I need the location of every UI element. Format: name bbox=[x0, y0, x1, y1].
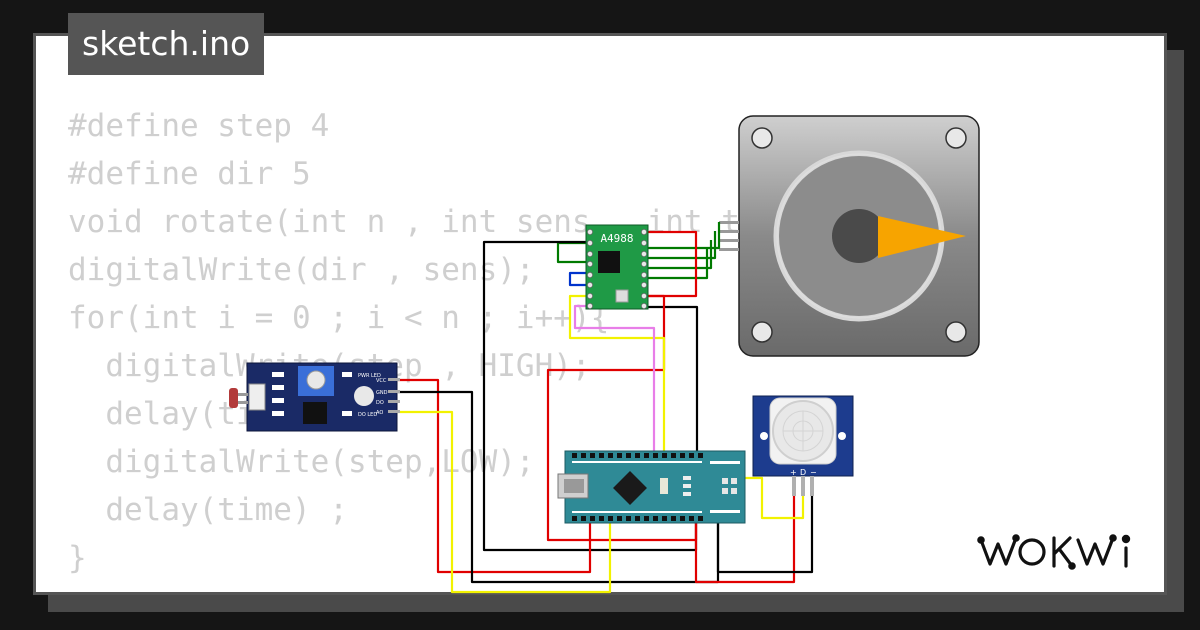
ldr-photoresistor bbox=[229, 388, 238, 408]
file-tab[interactable]: sketch.ino bbox=[68, 13, 265, 75]
pir-motion-sensor[interactable]: + D − bbox=[752, 395, 854, 496]
ldr-pin-labels: VCC GND DO AO bbox=[376, 378, 388, 416]
arduino-nano[interactable] bbox=[557, 450, 746, 524]
svg-text:AO: AO bbox=[376, 410, 383, 416]
pir-header-pins bbox=[792, 476, 814, 496]
ldr-connector bbox=[248, 383, 266, 411]
code-line: #define step 4 bbox=[68, 108, 330, 144]
ldr-chip bbox=[303, 402, 327, 424]
code-line: digitalWrite(step,LOW); bbox=[68, 444, 535, 480]
svg-text:VCC: VCC bbox=[376, 378, 387, 384]
nano-icsp bbox=[722, 478, 737, 494]
svg-text:+: + bbox=[790, 468, 797, 477]
ldr-led-label: PWR LED bbox=[358, 373, 381, 379]
nano-bottom-header bbox=[572, 516, 703, 521]
code-line: } bbox=[68, 540, 87, 576]
wokwi-logo[interactable] bbox=[976, 520, 1151, 580]
wire-yellow bbox=[398, 410, 612, 594]
wire-green bbox=[648, 231, 717, 260]
ldr-sensor-module[interactable]: PWR LED DO LED VCC GND DO AO bbox=[229, 362, 400, 432]
nano-chip bbox=[613, 471, 647, 505]
wire-green bbox=[556, 241, 587, 264]
ldr-pot-knob bbox=[306, 370, 326, 390]
ldr-led-label: DO LED bbox=[358, 412, 377, 418]
motor-shaft bbox=[832, 209, 886, 263]
wires bbox=[398, 222, 814, 594]
wire-red bbox=[398, 378, 592, 574]
wire-green bbox=[648, 222, 721, 250]
pir-pin-labels: + D − bbox=[790, 468, 817, 477]
wire-black bbox=[648, 305, 699, 458]
driver-chip bbox=[598, 251, 620, 273]
nano-reset-button bbox=[660, 478, 668, 494]
ldr-smd-parts bbox=[272, 372, 352, 416]
motor-screw-hole bbox=[751, 321, 773, 343]
driver-potentiometer bbox=[615, 289, 629, 303]
wire-black bbox=[716, 490, 814, 574]
nano-silkscreen bbox=[572, 461, 740, 513]
svg-text:GND: GND bbox=[376, 390, 388, 396]
motor-shaft-arrow bbox=[878, 216, 966, 258]
svg-text:−: − bbox=[810, 468, 817, 477]
wire-blue bbox=[568, 271, 587, 287]
motor-screw-hole bbox=[945, 321, 967, 343]
nano-leds bbox=[683, 476, 691, 496]
svg-text:D: D bbox=[800, 468, 806, 477]
code-line: } bbox=[68, 582, 833, 592]
a4988-driver[interactable]: A4988 bbox=[585, 224, 649, 310]
code-line: digitalWrite(dir , sens); bbox=[68, 252, 535, 288]
motor-connector-pins bbox=[719, 221, 739, 251]
nano-top-header bbox=[572, 453, 703, 458]
wire-red bbox=[648, 230, 698, 298]
driver-label: A4988 bbox=[600, 232, 633, 245]
stepper-motor[interactable] bbox=[719, 115, 980, 357]
wire-yellow bbox=[568, 294, 666, 458]
ldr-led bbox=[354, 386, 374, 406]
code-line: for(int i = 0 ; i < n ; i++){ bbox=[68, 300, 610, 336]
code-line: delay(time) ; bbox=[68, 492, 348, 528]
driver-pins bbox=[587, 229, 647, 309]
wire-red bbox=[694, 490, 796, 584]
ldr-header-pins bbox=[388, 378, 400, 413]
wire-green bbox=[648, 249, 709, 280]
wire-green bbox=[648, 240, 713, 270]
wire-pink bbox=[573, 304, 656, 458]
svg-text:DO: DO bbox=[376, 400, 384, 406]
motor-screw-hole bbox=[751, 127, 773, 149]
code-line: #define dir 5 bbox=[68, 156, 311, 192]
motor-screw-hole bbox=[945, 127, 967, 149]
